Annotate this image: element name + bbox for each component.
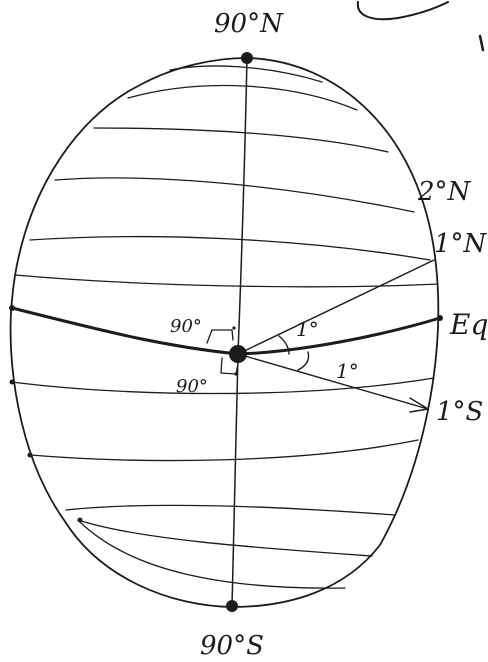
parallel-north-2: [29, 235, 431, 261]
corner-scribble: [356, 1, 449, 21]
globe-outline: [9, 57, 440, 608]
outline-dot: [9, 305, 15, 311]
outline-dot: [77, 517, 83, 523]
label-right-angle-upper: 90°: [170, 316, 202, 337]
label-1s: 1°S: [436, 397, 483, 427]
parallel-north-1: [14, 274, 439, 288]
outline-dot: [9, 379, 15, 385]
angle-arc-lower: [297, 351, 310, 371]
label-90n: 90°N: [214, 9, 284, 39]
label-equator: Eq: [449, 308, 488, 341]
parallel-south-5: [79, 521, 346, 589]
right-angle-lower-marker: [220, 357, 239, 375]
polar-axis: [231, 57, 248, 607]
parallel-north-5: [127, 84, 358, 111]
outline-dot: [437, 315, 443, 321]
radius-to-1s: [237, 353, 429, 410]
parallel-north-4: [93, 127, 389, 153]
parallel-south-3: [65, 504, 396, 516]
arrowhead-1s: [409, 397, 429, 413]
parallel-north-3: [54, 177, 415, 213]
parallel-south-4: [77, 519, 373, 557]
tick-dot: [234, 372, 238, 376]
south-pole-dot: [226, 600, 238, 612]
tick-dot: [232, 326, 236, 330]
label-90s: 90°S: [200, 631, 264, 661]
north-pole-dot: [241, 52, 253, 64]
label-right-angle-lower: 90°: [176, 376, 208, 397]
corner-mark: [478, 34, 485, 52]
label-angle-upper: 1°: [296, 317, 319, 341]
label-2n: 2°N: [417, 177, 472, 207]
label-1n: 1°N: [434, 229, 488, 259]
radius-to-1n: [237, 259, 435, 355]
parallel-south-1: [11, 377, 435, 395]
label-angle-lower: 1°: [336, 359, 359, 383]
angle-arc-upper: [278, 335, 290, 355]
parallel-south-2: [29, 439, 419, 462]
parallel-north-6: [169, 65, 323, 83]
outline-dot: [27, 452, 33, 458]
right-angle-upper-marker: [206, 329, 234, 344]
equator-line: [10, 306, 442, 356]
